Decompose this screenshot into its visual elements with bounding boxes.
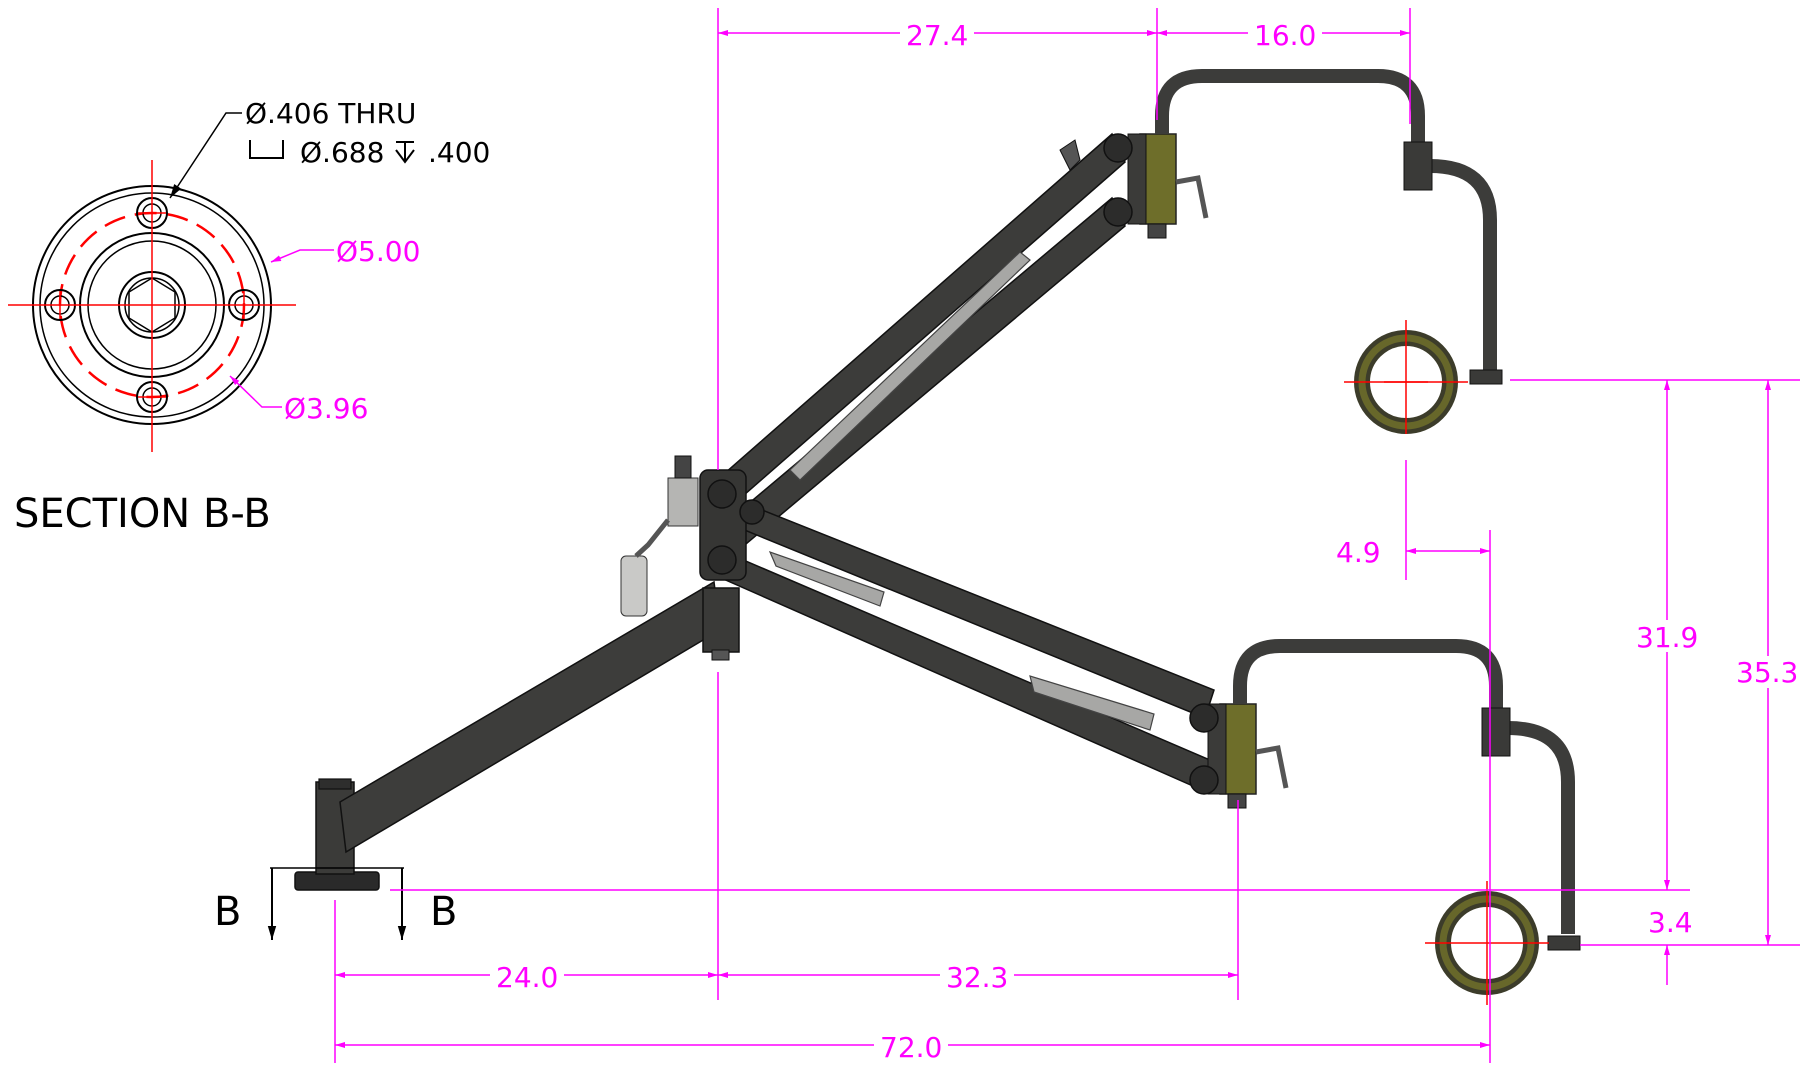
- upper-arm-bar-1: [707, 132, 1126, 518]
- hole-callout-leader: [169, 112, 242, 199]
- lower-wrist-nut: [1227, 793, 1247, 809]
- upper-arm-assembly: [707, 132, 1209, 556]
- boom-arm: [339, 580, 721, 854]
- regulator-knob: [674, 455, 692, 479]
- pivot-block: [702, 587, 740, 653]
- dim-35-3: 35.3: [1736, 656, 1798, 689]
- air-filter: [620, 555, 648, 617]
- section-centerlines: [8, 160, 296, 452]
- dim-31-9: 31.9: [1636, 621, 1698, 654]
- dim-4-9: 4.9: [1336, 536, 1381, 569]
- dim-72-0: 72.0: [880, 1031, 942, 1064]
- air-regulator: [667, 477, 699, 527]
- section-cut: B B: [214, 867, 457, 940]
- counterbore-depth: .400: [428, 136, 490, 169]
- upper-lock-lever: [1175, 175, 1209, 219]
- depth-symbol: [395, 141, 415, 164]
- central-pivot: [620, 455, 765, 617]
- upper-pipe-coupler: [1403, 141, 1433, 191]
- dimensions: [334, 8, 1800, 1063]
- upper-tool-pipe: [1155, 69, 1503, 434]
- pivot-pin-3: [739, 499, 765, 525]
- upper-arm-bar-2: [721, 196, 1126, 556]
- tool-centerlines: [1344, 320, 1549, 1005]
- upper-pipe-loop: [1155, 69, 1425, 144]
- lower-gas-spring-1: [768, 550, 885, 607]
- lower-pipe-loop: [1233, 639, 1503, 712]
- pivot-pin-1: [707, 479, 737, 509]
- lower-pivot-a: [1189, 703, 1219, 733]
- pivot-block-nut: [711, 649, 730, 661]
- bolt-circle-label: Ø3.96: [284, 392, 368, 425]
- lower-gas-spring-2: [1029, 675, 1155, 731]
- outer-dia-leader: [270, 249, 334, 263]
- lower-pipe-drop: [1507, 721, 1575, 934]
- outer-dia-label: Ø5.00: [336, 235, 420, 268]
- lower-lock-lever: [1255, 745, 1289, 789]
- bolt-circle-leader: [229, 375, 282, 408]
- hole-callout-thru: Ø.406 THRU: [245, 97, 416, 130]
- section-mark-right: B: [430, 889, 457, 935]
- lower-arm-assembly: [704, 488, 1289, 809]
- section-mark-left: B: [214, 889, 241, 935]
- base-post-cap: [318, 778, 352, 790]
- counterbore-symbol: [249, 140, 284, 159]
- upper-pivot-a: [1103, 133, 1133, 163]
- lower-tool-pipe: [1233, 639, 1581, 995]
- section-title: SECTION B-B: [14, 491, 271, 537]
- base-assembly: [294, 580, 740, 891]
- upper-wrist-nut: [1147, 223, 1167, 239]
- dim-32-3: 32.3: [946, 961, 1008, 994]
- air-line: [634, 518, 670, 558]
- dim-16-0: 16.0: [1254, 19, 1316, 52]
- dim-24-0: 24.0: [496, 961, 558, 994]
- upper-pipe-drop: [1429, 159, 1497, 370]
- dim-3-4: 3.4: [1648, 906, 1693, 939]
- upper-pivot-b: [1103, 197, 1133, 227]
- pivot-pin-2: [707, 545, 737, 575]
- upper-wrist-block: [1127, 133, 1147, 225]
- counterbore-diameter: Ø.688: [300, 136, 384, 169]
- section-view: Ø.406 THRU Ø.688 .400 Ø5.00 Ø3.96 SECTIO…: [8, 97, 490, 537]
- upper-pipe-clamp: [1469, 369, 1503, 385]
- lower-pipe-clamp: [1547, 935, 1581, 951]
- lower-pipe-coupler: [1481, 707, 1511, 757]
- upper-gas-spring: [789, 251, 1031, 481]
- dimension-labels: 27.4 16.0 4.9 31.9 35.3 3.4 24.0 32.3 72…: [490, 18, 1802, 1064]
- upper-arm-gusset: [1059, 139, 1081, 171]
- dim-27-4: 27.4: [906, 19, 968, 52]
- lower-pivot-b: [1189, 765, 1219, 795]
